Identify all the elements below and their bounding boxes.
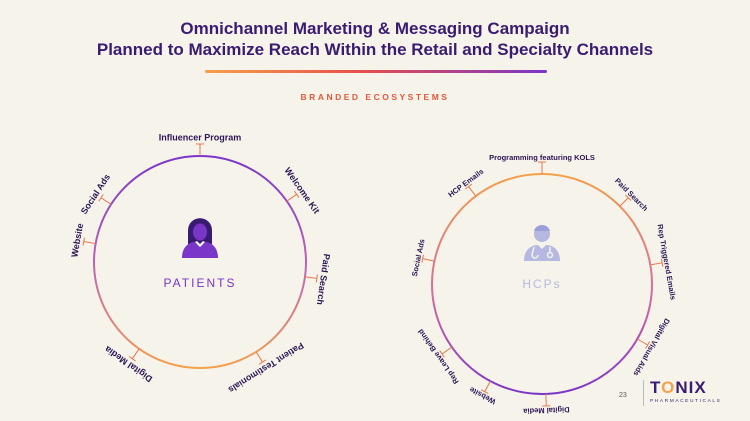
hcps-spoke: [441, 346, 453, 355]
patients-segment-label: Paid Search: [315, 253, 332, 305]
hcps-segment-label: Digital Media: [522, 405, 569, 416]
patients-spoke: [100, 197, 112, 205]
hcps-segment-label: Rep Leave Behind: [416, 327, 461, 386]
patients-segment-label: Welcome Kit: [283, 166, 322, 216]
page-number: 23: [619, 392, 627, 399]
patients-spoke: [131, 348, 140, 359]
hcps-spoke-cap: [625, 194, 632, 201]
hcps-spoke-cap: [480, 389, 489, 395]
patients-spoke-cap: [258, 359, 267, 365]
hcps-spoke-cap: [439, 350, 445, 358]
patients-segment-label: Influencer Program: [159, 132, 242, 142]
hcps-segment-label: Programming featuring KOLS: [489, 153, 595, 162]
patients-spoke: [83, 241, 96, 245]
title-line-1: Omnichannel Marketing & Messaging Campai…: [180, 19, 570, 38]
hcps-label: HCPs: [522, 277, 561, 291]
patients-spoke: [304, 276, 317, 279]
company-logo: TONIX PHARMACEUTICALS: [650, 378, 740, 408]
patients-segment-label: Patient Testimonials: [227, 340, 306, 395]
title-line-2: Planned to Maximize Reach Within the Ret…: [96, 40, 654, 59]
hcps-spoke: [468, 186, 477, 197]
hcps-spoke: [637, 338, 648, 346]
hcps-spoke: [619, 197, 629, 207]
hcps-segment-label: Website: [468, 385, 497, 406]
hcps-spoke-cap: [465, 183, 473, 190]
hcps-segment-label: Social Ads: [410, 238, 427, 277]
title-divider: [205, 70, 547, 73]
hcps-spoke: [422, 258, 435, 262]
patients-spokes: [82, 143, 318, 365]
patients-spoke-cap: [128, 355, 136, 362]
hcps-spoke: [484, 380, 491, 392]
hcps-spoke-cap: [660, 258, 664, 267]
logo-subtitle: PHARMACEUTICALS: [650, 399, 722, 404]
patients-spoke-cap: [293, 190, 300, 198]
hcps-spoke: [650, 262, 663, 266]
patients-spoke-cap: [82, 237, 85, 246]
doctor-icon: [524, 225, 560, 261]
patients-segment-label: Website: [69, 223, 85, 259]
patients-label: PATIENTS: [164, 276, 237, 290]
hcps-spokes: [421, 161, 664, 407]
female-person-icon: [182, 218, 218, 258]
patients-spoke: [286, 193, 297, 202]
hcps-segment-label: Digital Visual Aids: [631, 317, 671, 378]
hcps-segment-label: Rep Triggered Emails: [656, 223, 678, 300]
logo-wordmark: TONIX: [650, 378, 707, 397]
section-subtitle: BRANDED ECOSYSTEMS: [300, 92, 450, 102]
patients-spoke-cap: [315, 274, 318, 283]
hcps-spoke-cap: [645, 341, 651, 349]
patients-segment-label: Digital Media: [102, 344, 154, 385]
logo-divider: [643, 380, 644, 406]
hcps-segment-label: Paid Search: [613, 176, 650, 213]
patients-spoke-cap: [98, 194, 104, 202]
patients-spoke: [255, 351, 263, 363]
patients-ring: [93, 155, 307, 369]
hcps-spoke-cap: [421, 254, 424, 263]
